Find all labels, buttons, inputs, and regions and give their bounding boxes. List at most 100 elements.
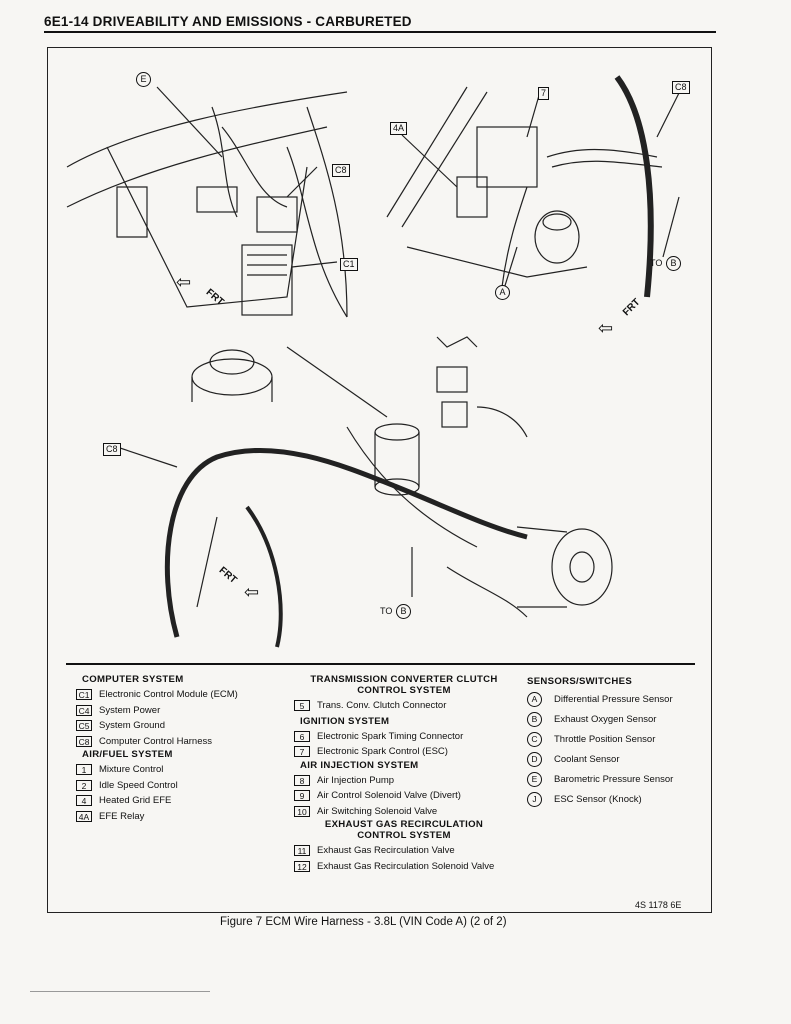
callout-4a: 4A: [390, 122, 408, 135]
code-circle: C: [527, 731, 542, 747]
legend-label: Electronic Spark Timing Connector: [317, 730, 464, 742]
legend-row-4a: 4A EFE Relay: [76, 809, 286, 825]
computer-system-title: COMPUTER SYSTEM: [82, 674, 184, 685]
page-header: 6E1-14 DRIVEABILITY AND EMISSIONS - CARB…: [44, 14, 412, 29]
engine-illustration: [66, 75, 683, 648]
legend-row-4: 4 Heated Grid EFE: [76, 793, 286, 809]
legend-col-3: SENSORS/SWITCHES A Differential Pressure …: [527, 676, 707, 809]
code-box: 2: [76, 779, 92, 791]
legend-label: Electronic Spark Control (ESC): [317, 746, 448, 758]
sensors-title: SENSORS/SWITCHES: [527, 676, 633, 687]
legend-label: System Ground: [99, 720, 165, 732]
callout-to-b-right: B: [666, 256, 681, 271]
legend-row-d: D Coolant Sensor: [527, 749, 707, 769]
header-rule: [44, 31, 716, 33]
tcc-title-2: CONTROL SYSTEM: [357, 685, 451, 696]
code-box: 7: [294, 746, 310, 758]
code-box: C1: [76, 689, 92, 701]
legend-label: System Power: [99, 704, 161, 716]
legend-row-2: 2 Idle Speed Control: [76, 778, 286, 794]
frt-arrow-icon-1: ⇦: [176, 272, 192, 292]
to-label-bottom: TO: [380, 606, 393, 616]
code-box: C5: [76, 720, 92, 732]
legend-rule: [66, 663, 695, 665]
legend-row-11: 11 Exhaust Gas Recirculation Valve: [294, 843, 514, 859]
legend-row-7: 7 Electronic Spark Control (ESC): [294, 744, 514, 760]
legend-row-5: 5 Trans. Conv. Clutch Connector: [294, 698, 514, 714]
egr-title-1: EXHAUST GAS RECIRCULATION: [324, 819, 484, 830]
legend-row-8: 8 Air Injection Pump: [294, 773, 514, 789]
code-box: 12: [294, 860, 310, 872]
figure-code: 4S 1178 6E: [635, 900, 682, 910]
legend-row-c: C Throttle Position Sensor: [527, 729, 707, 749]
egr-title-2: CONTROL SYSTEM: [357, 830, 451, 841]
legend-row-12: 12 Exhaust Gas Recirculation Solenoid Val…: [294, 859, 514, 875]
legend-label: Exhaust Gas Recirculation Valve: [317, 845, 455, 857]
legend-label: Mixture Control: [99, 764, 164, 776]
code-circle: B: [527, 711, 542, 727]
legend-row-b: B Exhaust Oxygen Sensor: [527, 709, 707, 729]
callout-a: A: [495, 285, 510, 300]
code-box: 6: [294, 730, 310, 742]
legend-row-1: 1 Mixture Control: [76, 762, 286, 778]
code-box: 5: [294, 700, 310, 712]
legend-col-2: TRANSMISSION CONVERTER CLUTCH CONTROL SY…: [294, 674, 514, 874]
code-box: 8: [294, 774, 310, 786]
legend-label: Air Switching Solenoid Valve: [317, 805, 438, 817]
legend-row-a: A Differential Pressure Sensor: [527, 689, 707, 709]
legend-row-6: 6 Electronic Spark Timing Connector: [294, 729, 514, 745]
legend-label: Computer Control Harness: [99, 735, 212, 747]
legend-label: ESC Sensor (Knock): [554, 793, 642, 805]
frt-arrow-icon-2: ⇦: [598, 318, 614, 338]
legend-label: Coolant Sensor: [554, 753, 620, 765]
legend-row-j: J ESC Sensor (Knock): [527, 789, 707, 809]
callout-c8-top-left: C8: [332, 164, 350, 177]
ignition-title: IGNITION SYSTEM: [300, 715, 390, 727]
code-box: 9: [294, 790, 310, 802]
callout-c8-top-right: C8: [672, 81, 690, 94]
legend-row-c5: C5 System Ground: [76, 718, 286, 734]
code-box: 4A: [76, 810, 92, 822]
code-circle: E: [527, 771, 542, 787]
to-label-right: TO: [650, 258, 663, 268]
legend-row-c1: C1 Electronic Control Module (ECM): [76, 687, 286, 703]
legend-row-9: 9 Air Control Solenoid Valve (Divert): [294, 788, 514, 804]
legend-label: Exhaust Gas Recirculation Solenoid Valve: [317, 860, 495, 872]
legend-label: Air Control Solenoid Valve (Divert): [317, 790, 461, 802]
figure-caption: Figure 7 ECM Wire Harness - 3.8L (VIN Co…: [220, 916, 507, 928]
callout-c8-mid-left: C8: [103, 443, 121, 456]
legend-label: Differential Pressure Sensor: [554, 693, 673, 705]
legend-label: Throttle Position Sensor: [554, 733, 656, 745]
legend-label: Barometric Pressure Sensor: [554, 773, 674, 785]
code-box: C4: [76, 704, 92, 716]
air-fuel-title: AIR/FUEL SYSTEM: [82, 749, 173, 760]
code-circle: A: [527, 691, 542, 707]
code-box: 10: [294, 805, 310, 817]
tcc-title-1: TRANSMISSION CONVERTER CLUTCH: [310, 674, 498, 685]
legend-label: Heated Grid EFE: [99, 795, 172, 807]
legend-label: Electronic Control Module (ECM): [99, 689, 238, 701]
legend-label: Trans. Conv. Clutch Connector: [317, 700, 447, 712]
legend-label: Idle Speed Control: [99, 779, 178, 791]
callout-c1: C1: [340, 258, 358, 271]
callout-7: 7: [538, 87, 550, 100]
air-injection-title: AIR INJECTION SYSTEM: [300, 759, 419, 771]
figure-frame: [47, 47, 712, 913]
code-box: 11: [294, 845, 310, 857]
legend-label: Air Injection Pump: [317, 774, 395, 786]
code-box: 4: [76, 795, 92, 807]
legend-row-e: E Barometric Pressure Sensor: [527, 769, 707, 789]
legend-col-1: COMPUTER SYSTEM C1 Electronic Control Mod…: [76, 674, 286, 824]
legend-row-c4: C4 System Power: [76, 703, 286, 719]
frt-arrow-icon-3: ⇦: [244, 582, 260, 602]
legend-label: Exhaust Oxygen Sensor: [554, 713, 657, 725]
callout-e: E: [136, 72, 151, 87]
code-circle: J: [527, 791, 542, 807]
code-circle: D: [527, 751, 542, 767]
legend-label: EFE Relay: [99, 810, 145, 822]
bottom-rule: [30, 991, 210, 992]
callout-to-b-bottom: B: [396, 604, 411, 619]
legend-row-10: 10 Air Switching Solenoid Valve: [294, 804, 514, 820]
code-box: 1: [76, 764, 92, 776]
